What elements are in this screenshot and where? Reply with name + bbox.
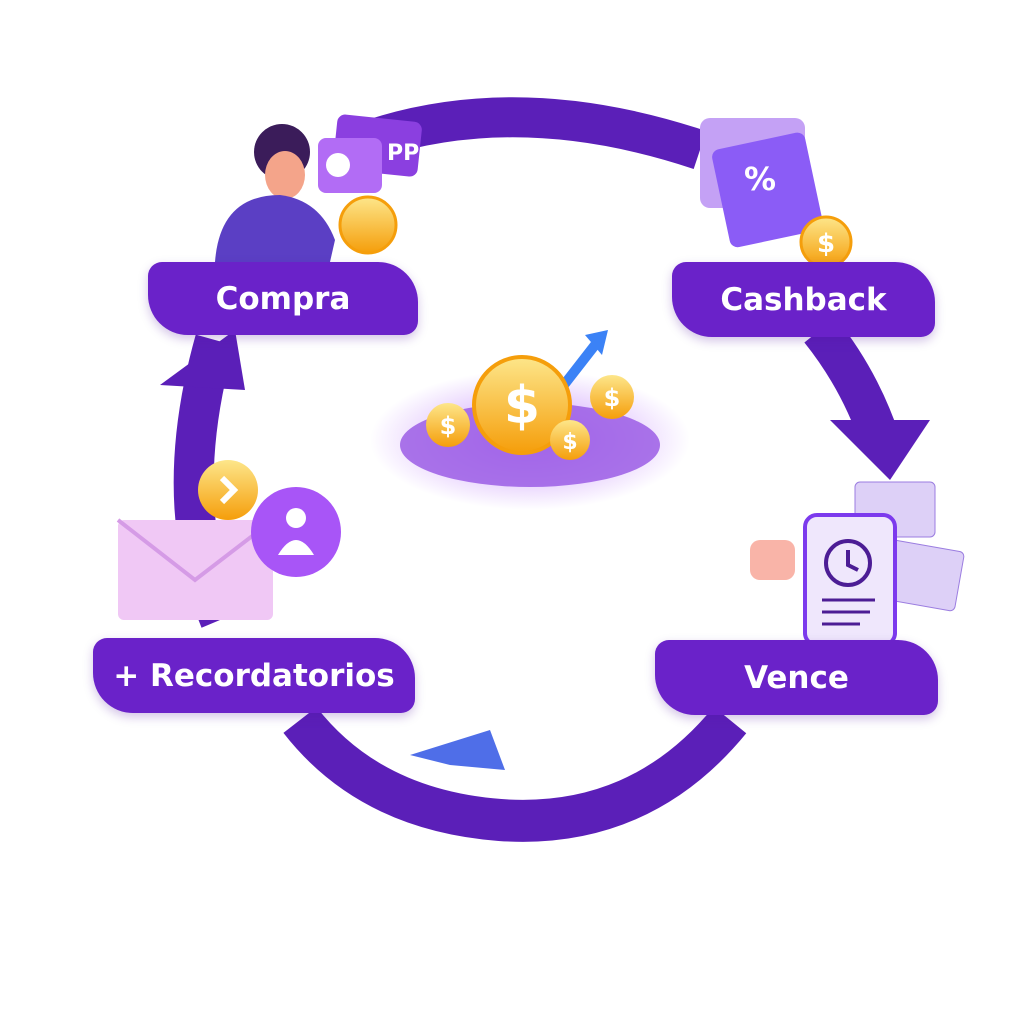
paper-plane-icon xyxy=(410,730,505,770)
step-label: Cashback xyxy=(720,281,887,318)
step-recordatorios: + Recordatorios xyxy=(93,638,415,713)
app-card-text: PP xyxy=(387,141,419,166)
growth-arrow-head xyxy=(585,330,608,355)
step-label: Compra xyxy=(215,280,351,317)
svg-text:$: $ xyxy=(817,229,835,259)
app-card-front xyxy=(318,138,382,193)
arrow-head-right xyxy=(830,420,930,480)
discount-tag-icon: % $ xyxy=(700,118,853,269)
ring-arc-bottom xyxy=(283,706,747,842)
svg-text:%: % xyxy=(744,160,776,198)
envelope-icon xyxy=(116,460,341,620)
svg-text:$: $ xyxy=(562,430,577,455)
step-compra: Compra xyxy=(148,262,418,335)
svg-text:$: $ xyxy=(440,412,457,440)
shopper-illustration: PP xyxy=(215,114,422,262)
step-cashback: Cashback xyxy=(672,262,935,337)
svg-text:$: $ xyxy=(604,384,621,412)
coin-icon: $ $ $ $ xyxy=(426,355,634,460)
phone-clock-icon xyxy=(750,481,965,647)
arrow-head-left xyxy=(160,330,245,390)
step-vence: Vence xyxy=(655,640,938,715)
step-label: Vence xyxy=(744,659,849,696)
step-label: + Recordatorios xyxy=(113,657,395,694)
svg-text:$: $ xyxy=(504,376,540,436)
